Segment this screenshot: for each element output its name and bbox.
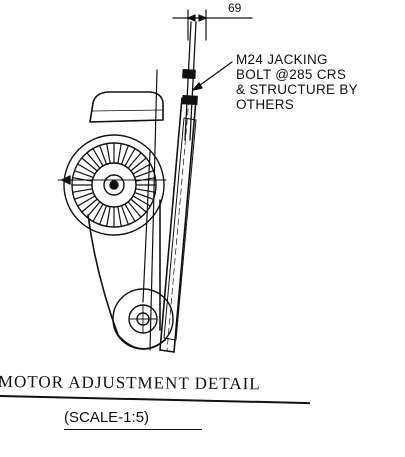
pulley-rib [134,170,155,179]
pulley-rib [130,198,147,213]
pulley-rib [77,163,96,175]
motor-hood [89,91,164,123]
drawing-title: MOTOR ADJUSTMENT DETAIL [0,372,261,394]
pulley-rib [72,188,93,193]
callout-leader [192,61,233,91]
pulley-rib [135,188,156,193]
pulley-rib [73,170,94,179]
pulley-rib [106,206,111,227]
pulley-rib [106,143,111,164]
pulley-rib [81,198,98,213]
jacking-bolt [182,21,198,141]
pulley-rib [127,152,142,169]
pulley-rib [77,195,96,207]
lower-pulley [112,288,174,350]
pulley-rib [73,191,94,200]
pulley-rib [124,203,136,222]
pulley-rib [72,177,93,182]
callout-line: M24 JACKING [236,52,328,67]
dimension-label: 69 [228,1,242,15]
pulley-rib [120,144,129,165]
callout-line: & STRUCTURE BY [236,82,358,97]
drawing-scale: (SCALE-1:5) [64,409,150,426]
pulley-rib [86,201,101,218]
pulley-rib [92,148,104,167]
pulley-rib [117,143,122,164]
pulley-rib [81,157,98,172]
pulley-rib [99,205,108,226]
pulley-rib [86,152,101,169]
callout-line: BOLT @285 CRS [236,67,347,82]
pulley-rib [134,191,155,200]
pulley-rib [127,201,142,218]
pulley-rib [132,163,151,175]
scale-underline [64,429,202,430]
pulley-rib [117,206,122,227]
pulley-rib [92,203,104,222]
pulley-rib [130,157,147,172]
pulley-rib [99,144,108,165]
callout-line: OTHERS [236,97,295,112]
pulley-rib [124,148,136,167]
jacking-bolt-callout: M24 JACKING BOLT @285 CRS & STRUCTURE BY… [236,52,396,112]
drive-pulley [57,134,167,236]
belt [142,69,158,351]
pulley-rib [120,205,129,226]
pulley-rib [135,177,156,182]
dimension-69 [172,9,253,41]
